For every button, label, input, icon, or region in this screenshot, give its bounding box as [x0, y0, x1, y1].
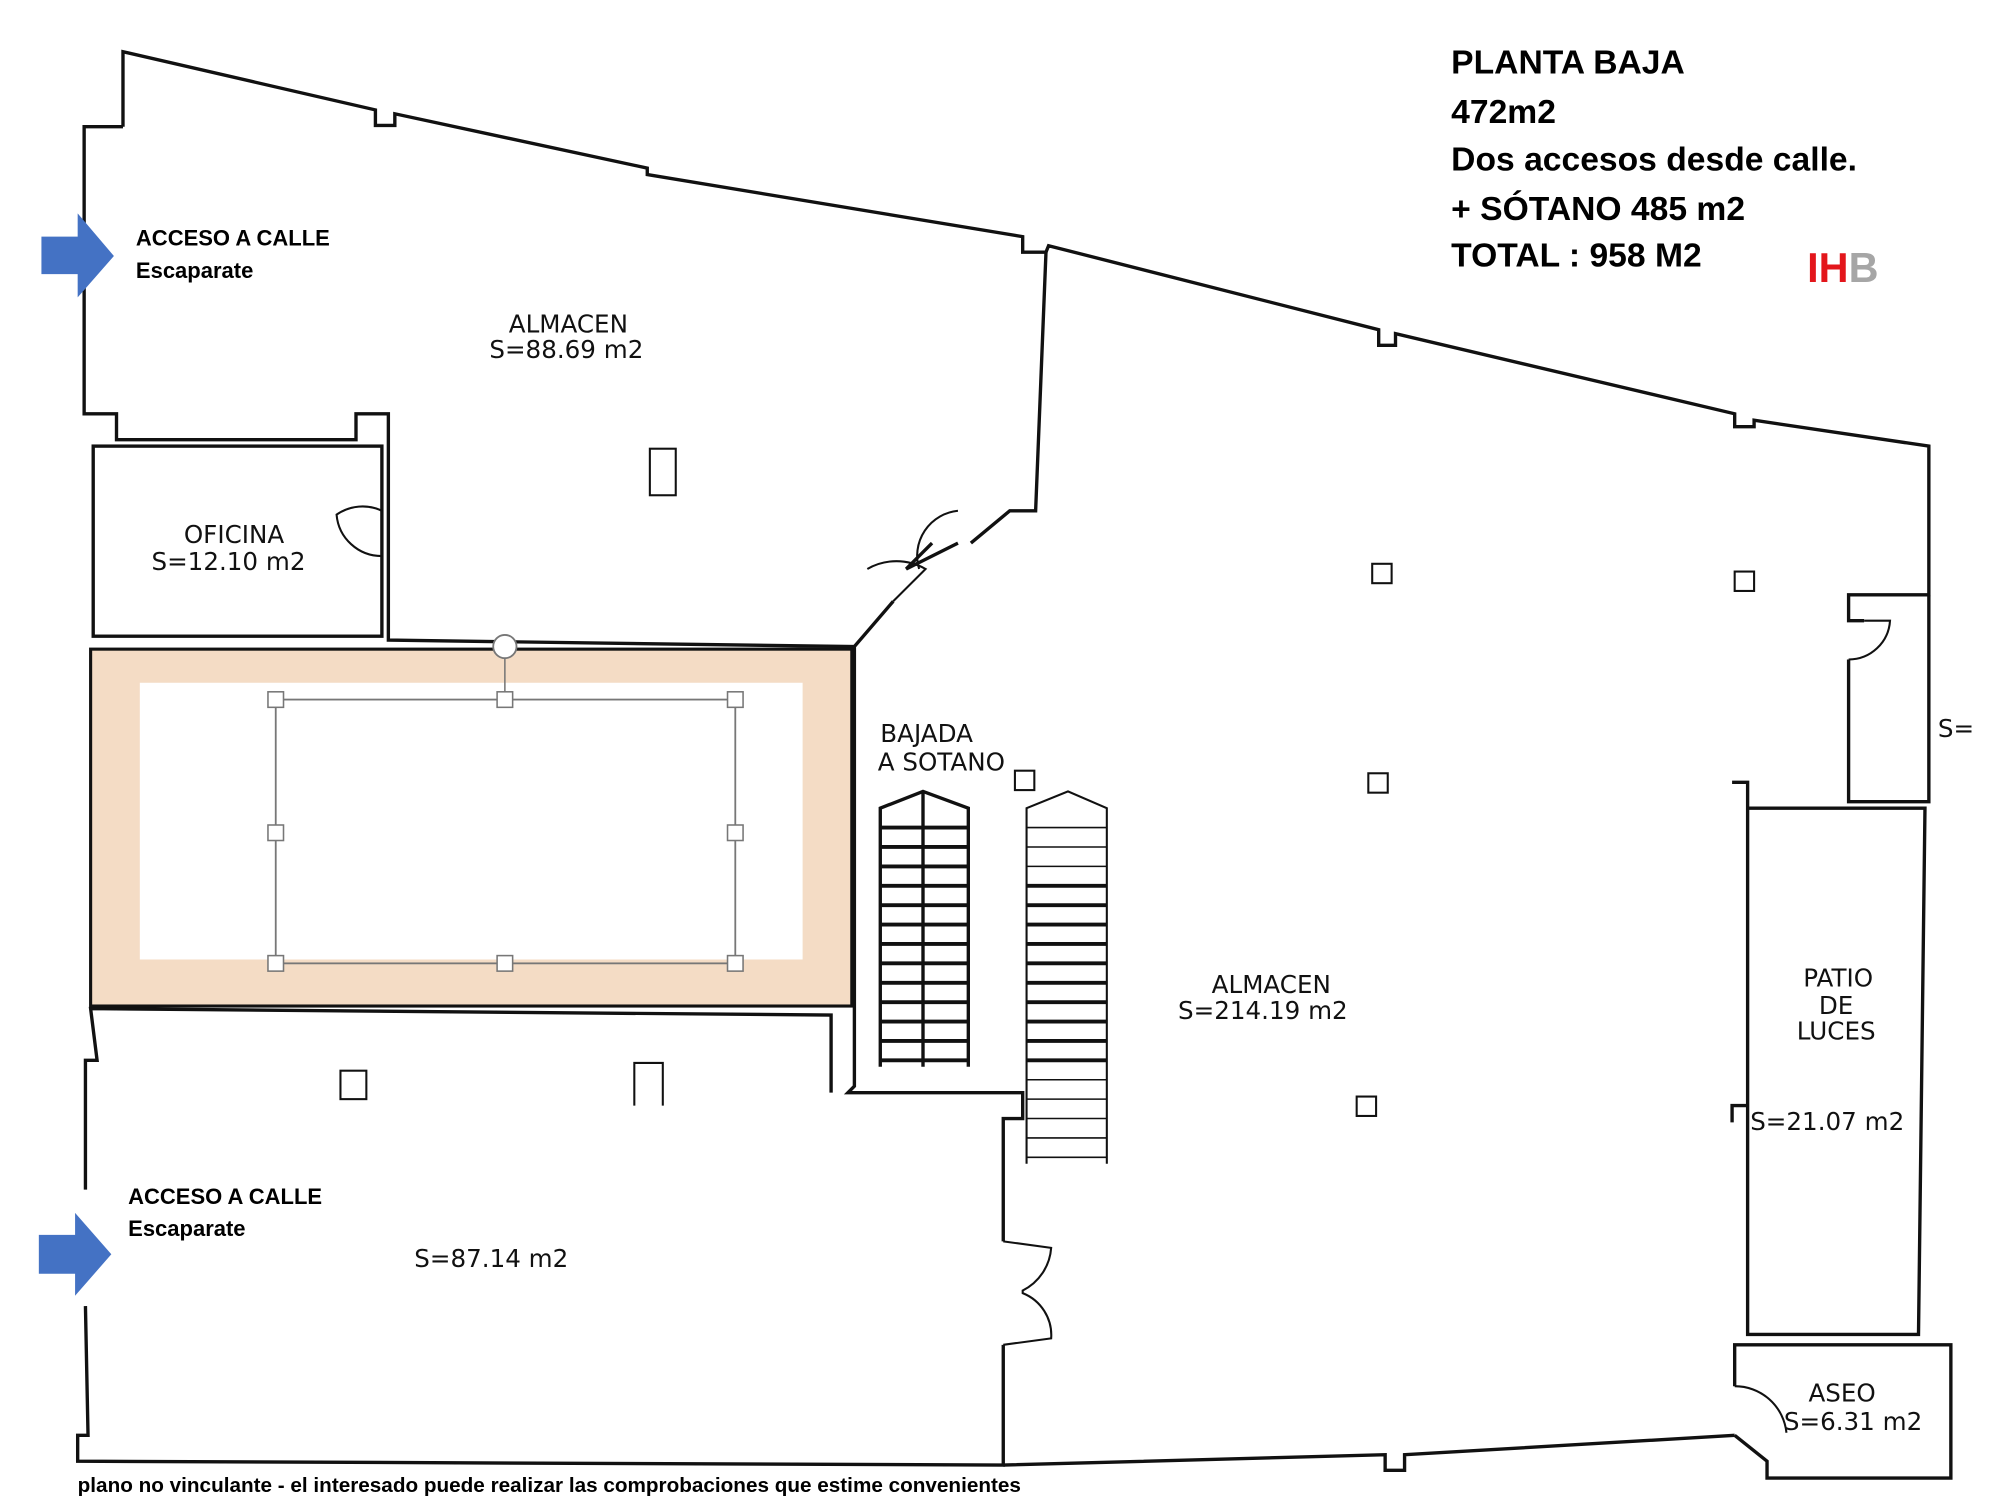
room-area: S=21.07 m2 [1750, 1107, 1904, 1136]
resize-handle[interactable] [267, 954, 285, 972]
room-area: S= [1938, 714, 1974, 743]
stairs-label: A SOTANO [878, 748, 1005, 777]
plan-area: 472m2 [1451, 94, 1556, 131]
room-area: S=88.69 m2 [489, 335, 643, 364]
stairs [878, 789, 1108, 1164]
room-name: OFICINA [184, 520, 285, 549]
room-area: S=6.31 m2 [1784, 1407, 1922, 1436]
plan-access: Dos accesos desde calle. [1451, 142, 1857, 179]
room-area: S=12.10 m2 [151, 547, 305, 576]
resize-handle[interactable] [726, 954, 744, 972]
plan-total: TOTAL : 958 M2 [1451, 237, 1702, 274]
resize-handle[interactable] [496, 691, 514, 709]
disclaimer: plano no vinculante - el interesado pued… [78, 1474, 1021, 1497]
room-area: S=214.19 m2 [1178, 996, 1348, 1025]
room-name: DE [1819, 991, 1853, 1020]
entrance-label: ACCESO A CALLE [136, 226, 330, 251]
resize-handle[interactable] [726, 824, 744, 842]
walls [75, 49, 1953, 1480]
entrance-sub: Escaparate [128, 1216, 245, 1241]
resize-handle[interactable] [267, 691, 285, 709]
resize-handle[interactable] [726, 691, 744, 709]
room-name: PATIO [1803, 964, 1873, 993]
arrow-right-icon [41, 213, 114, 298]
entrance-sub: Escaparate [136, 258, 253, 283]
room-name: ALMACEN [1212, 970, 1331, 999]
plan-title: PLANTA BAJA [1451, 45, 1685, 82]
room-name: ASEO [1808, 1379, 1875, 1408]
resize-handle[interactable] [267, 824, 285, 842]
selection-box[interactable] [267, 634, 744, 972]
logo: IHB [1807, 245, 1878, 291]
highlighted-area[interactable] [89, 647, 854, 1008]
stairs-label: BAJADA [880, 719, 973, 748]
plan-basement: + SÓTANO 485 m2 [1451, 190, 1745, 228]
rotate-handle[interactable] [492, 634, 518, 660]
arrow-right-icon [38, 1212, 112, 1296]
room-area: S=87.14 m2 [414, 1244, 568, 1273]
room-name: ALMACEN [509, 309, 628, 338]
room-name: LUCES [1797, 1017, 1876, 1046]
stair-outline [1025, 790, 1108, 1164]
resize-handle[interactable] [496, 954, 514, 972]
entrance-label: ACCESO A CALLE [128, 1184, 322, 1209]
